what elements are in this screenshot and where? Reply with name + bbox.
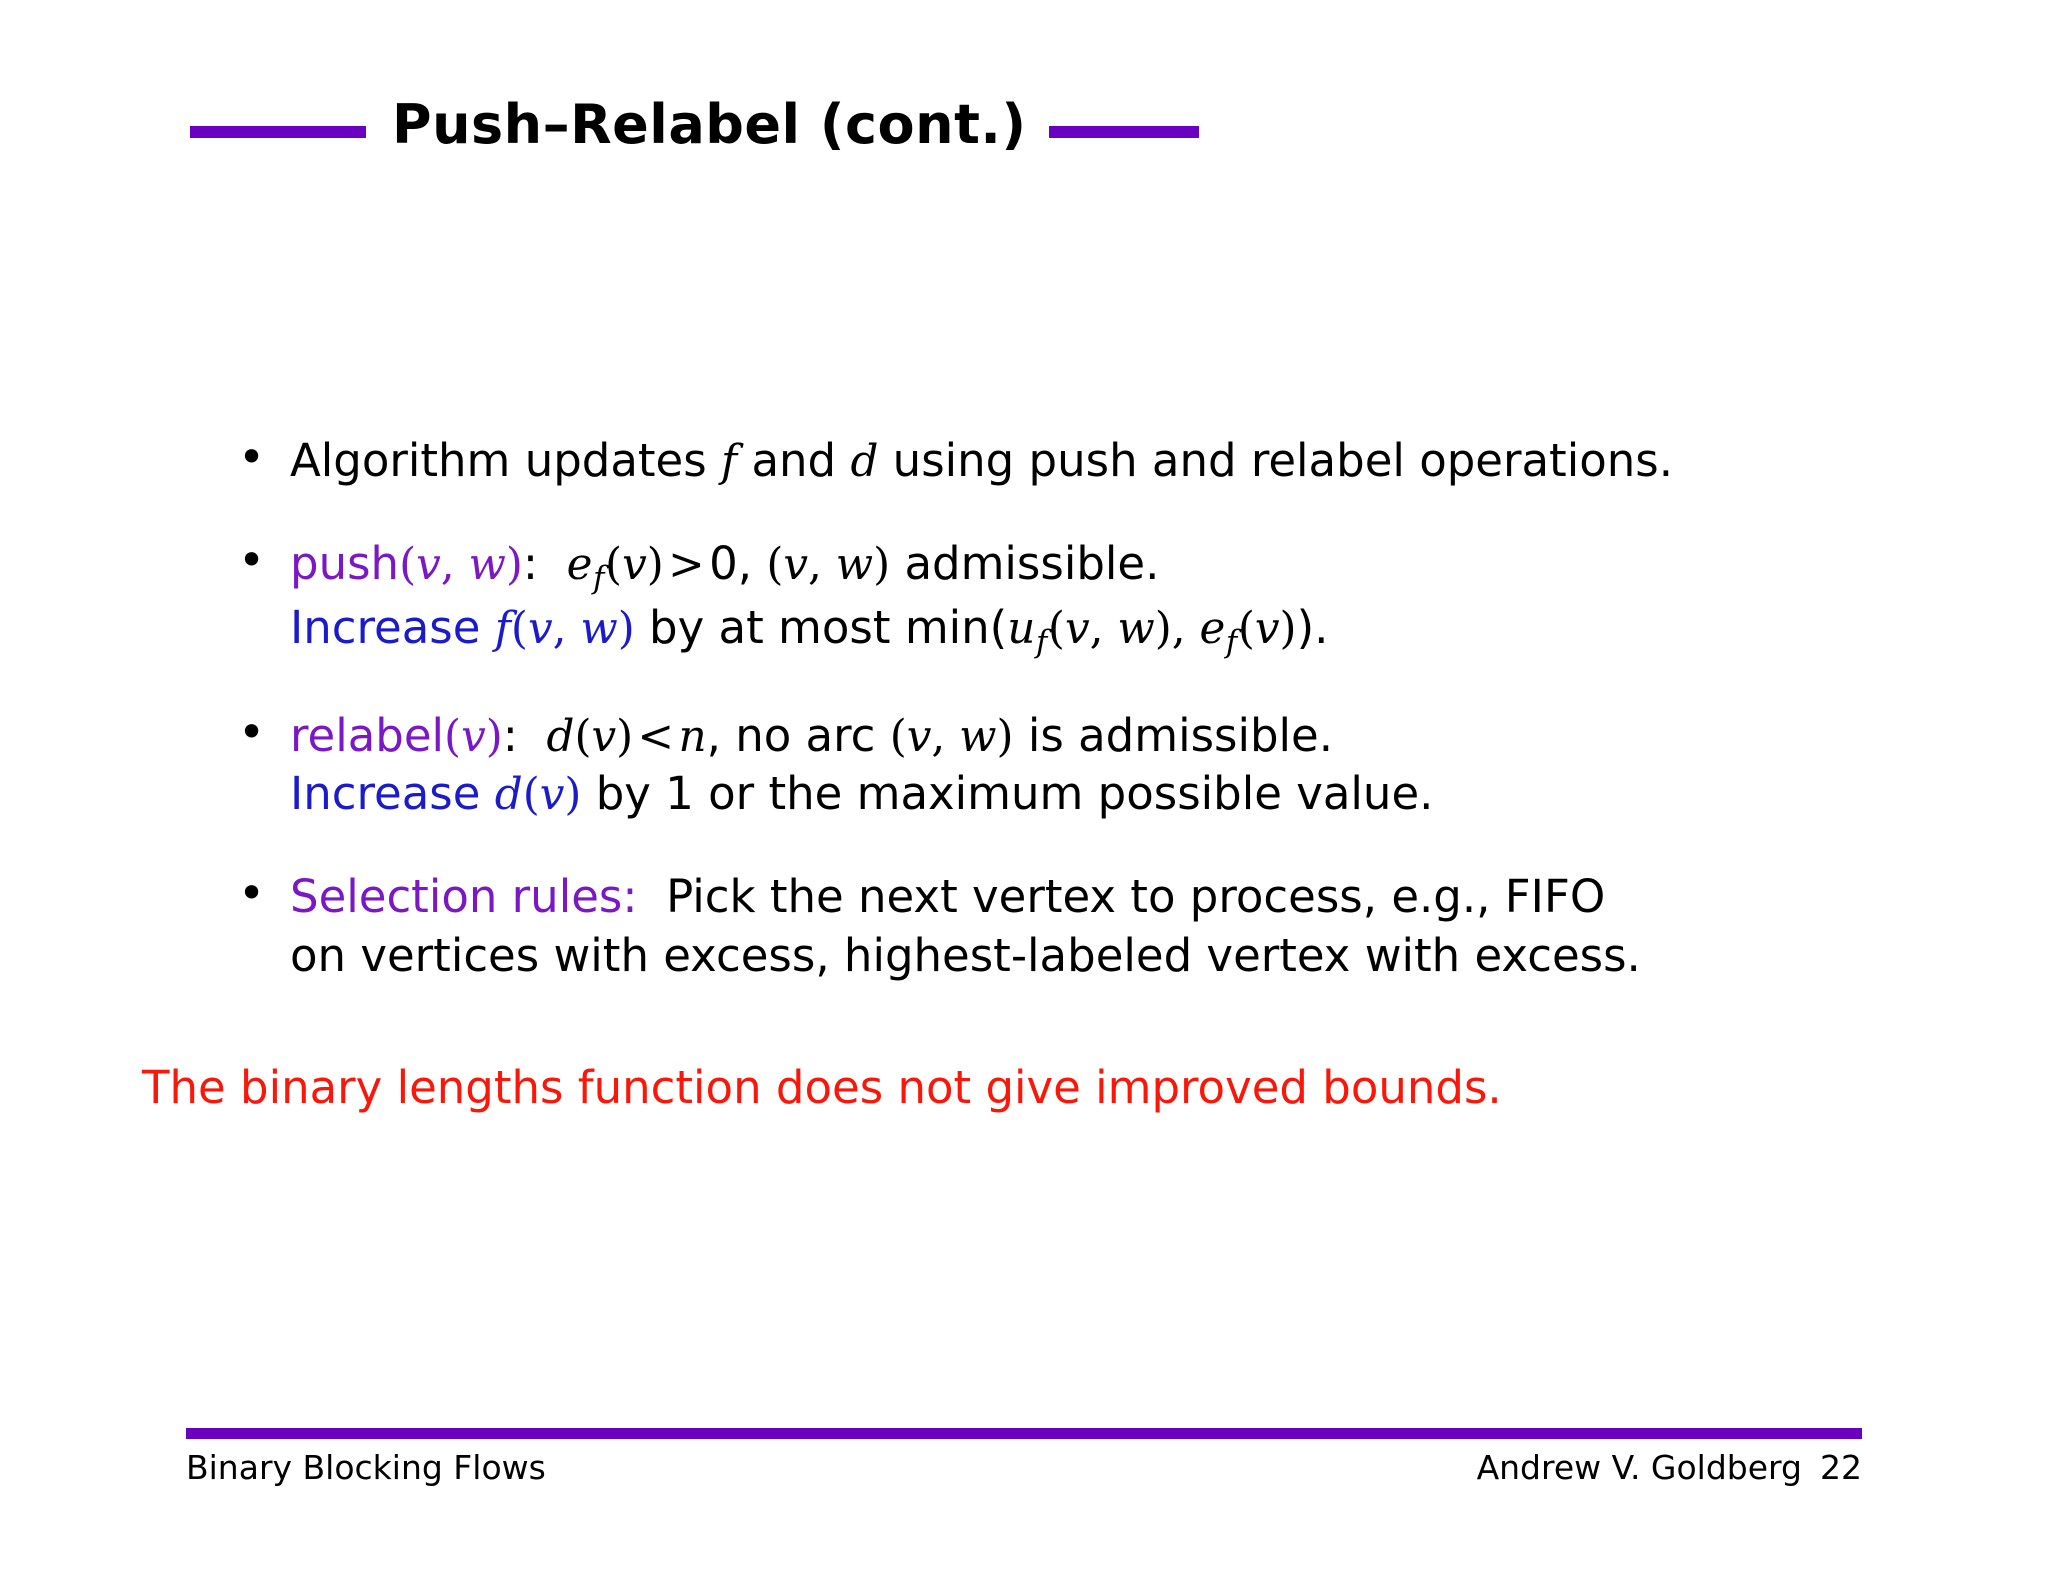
bullet-line: push(v, w): ef(v)>0, (v, w) admissible. — [290, 535, 1906, 599]
bullet-line: relabel(v): d(v)<n, no arc (v, w) is adm… — [290, 707, 1906, 766]
text-run: by at most min( — [634, 600, 1008, 654]
paren-close: ) — [616, 710, 634, 762]
math-d: d — [494, 769, 523, 821]
slide-title-row: Push–Relabel (cont.) — [190, 72, 1390, 152]
math-v: v — [591, 710, 617, 762]
math-f: f — [494, 602, 511, 654]
text-run: , no arc — [706, 708, 890, 762]
bullet-line: Selection rules: Pick the next vertex to… — [290, 868, 1906, 927]
bullet-algorithm-updates: Algorithm updates f and d using push and… — [186, 428, 1906, 491]
math-d: d — [546, 710, 575, 762]
math-w: w — [959, 710, 997, 762]
math-e: e — [566, 538, 593, 590]
paren-close: ) — [1279, 602, 1297, 654]
operator-less-than: < — [637, 710, 675, 762]
comma: , — [552, 602, 581, 654]
math-w: w — [835, 538, 874, 590]
comma: , — [1089, 602, 1118, 654]
comma: , — [931, 710, 960, 762]
paren-open: ( — [510, 602, 528, 654]
footer-right: Andrew V. Goldberg 22 — [1477, 1448, 1862, 1487]
footer-author: Andrew V. Goldberg — [1476, 1448, 1802, 1487]
relabel-label: relabel — [290, 708, 445, 762]
paren-open: ( — [522, 769, 540, 821]
bullet-selection-rules: Selection rules: Pick the next vertex to… — [186, 864, 1906, 985]
math-v: v — [783, 538, 808, 590]
comma: , — [808, 538, 836, 590]
text-run: Algorithm updates — [290, 434, 721, 487]
math-n: n — [678, 710, 707, 762]
text-run: by 1 or the maximum possible value. — [581, 767, 1434, 821]
bullet-line: on vertices with excess, highest-labeled… — [290, 928, 1641, 982]
math-v: v — [906, 710, 932, 762]
paren-open: ( — [574, 710, 592, 762]
paren-open: ( — [1237, 602, 1255, 654]
bullet-line: Increase f(v, w) by at most min(uf(v, w)… — [290, 599, 1906, 663]
math-subscript-f: f — [1225, 624, 1238, 660]
math-w: w — [580, 602, 618, 654]
paren-open: ( — [889, 710, 907, 762]
math-f: f — [721, 436, 738, 487]
title-rule-right — [1048, 126, 1199, 138]
bullet-line: Increase d(v) by 1 or the maximum possib… — [290, 765, 1906, 824]
math-d: d — [850, 436, 879, 487]
paren-open: ( — [766, 538, 784, 590]
paren-close: ) — [646, 538, 664, 590]
title-rule-left — [190, 126, 366, 138]
paren-close: ) — [996, 710, 1014, 762]
footer-left-text: Binary Blocking Flows — [186, 1448, 546, 1487]
text-run: admissible. — [890, 536, 1160, 590]
operator-greater-than: > — [668, 538, 705, 590]
comma: , — [1171, 602, 1200, 654]
paren-close: ) — [1154, 602, 1172, 654]
math-e: e — [1199, 602, 1226, 654]
math-v: v — [539, 769, 565, 821]
paren-close: ) — [873, 538, 891, 590]
slide-body: Algorithm updates f and d using push and… — [142, 428, 1906, 1118]
text-run: Pick the next vertex to process, e.g., F… — [666, 870, 1606, 924]
math-w: w — [468, 538, 506, 590]
text-run: ). — [1296, 600, 1329, 654]
text-run: is admissible. — [1013, 708, 1334, 762]
comma: , — [440, 538, 469, 590]
bullet-line: Algorithm updates f and d using push and… — [290, 432, 1906, 491]
text-run: and — [737, 434, 851, 487]
math-v: v — [1254, 602, 1280, 654]
math-v: v — [416, 538, 441, 590]
math-v: v — [527, 602, 553, 654]
paren-open: ( — [605, 538, 623, 590]
increase-label: Increase — [290, 600, 481, 654]
colon: : — [502, 708, 518, 762]
highlighted-statement: The binary lengths function does not giv… — [142, 1061, 1502, 1115]
page-number: 22 — [1820, 1448, 1862, 1487]
colon: : — [522, 536, 539, 590]
footer: Binary Blocking Flows Andrew V. Goldberg… — [186, 1448, 1862, 1487]
paren-close: ) — [505, 538, 523, 590]
math-subscript-f: f — [593, 560, 605, 596]
number-zero: 0 — [709, 536, 738, 590]
page-title: Push–Relabel (cont.) — [392, 93, 1027, 156]
bullet-relabel-operation: relabel(v): d(v)<n, no arc (v, w) is adm… — [186, 703, 1906, 825]
paren-close: ) — [485, 710, 503, 762]
comma: , — [737, 536, 767, 590]
selection-rules-label: Selection rules: — [290, 870, 638, 924]
math-v: v — [1064, 602, 1090, 654]
math-v: v — [461, 710, 486, 762]
math-u: u — [1007, 602, 1036, 654]
math-v: v — [622, 538, 647, 590]
text-run: using push and relabel operations. — [878, 434, 1673, 487]
paren-open: ( — [444, 710, 462, 762]
paren-open: ( — [399, 538, 417, 590]
push-label: push — [290, 536, 400, 590]
paren-close: ) — [617, 602, 635, 654]
paren-close: ) — [564, 769, 582, 821]
increase-label: Increase — [290, 767, 481, 821]
paren-open: ( — [1047, 602, 1065, 654]
math-w: w — [1117, 602, 1155, 654]
math-subscript-f: f — [1035, 624, 1048, 660]
bullet-push-operation: push(v, w): ef(v)>0, (v, w) admissible. … — [186, 531, 1906, 663]
footer-rule — [186, 1428, 1862, 1439]
